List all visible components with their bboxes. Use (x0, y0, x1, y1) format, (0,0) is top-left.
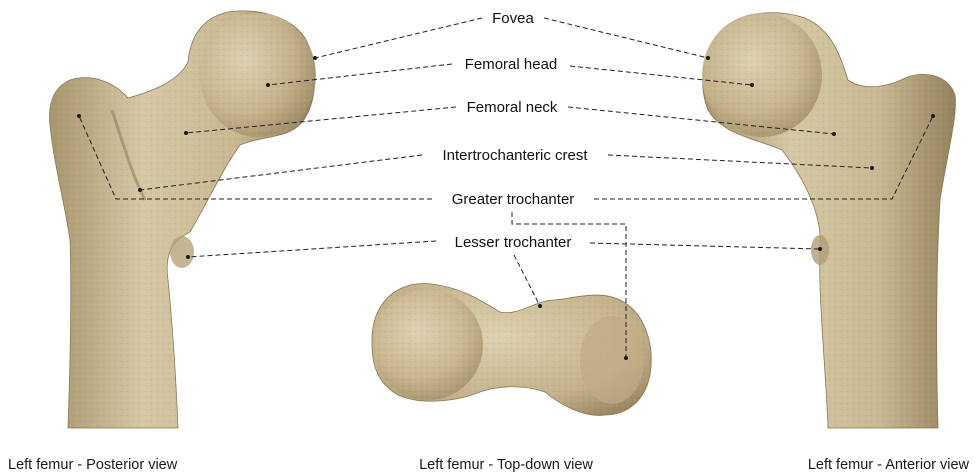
caption-top-down-view: Left femur - Top-down view (419, 457, 593, 473)
structure-labels: Fovea Femoral head Femoral neck Intertro… (442, 10, 588, 251)
anterior-femoral-head-grain (702, 13, 822, 137)
dot-intertrochanteric-left (138, 188, 142, 192)
label-femoral-head: Femoral head (465, 56, 558, 73)
dot-femoral-head-right (750, 83, 754, 87)
dot-intertrochanteric-right (870, 166, 874, 170)
dot-fovea-left (313, 56, 317, 60)
dot-femoral-head-left (266, 83, 270, 87)
dot-lesser-trochanter-right (818, 247, 822, 251)
top-down-femoral-head-grain (373, 290, 483, 400)
dot-greater-trochanter-right (931, 114, 935, 118)
femur-posterior-view (50, 11, 316, 428)
leader-fovea-right (544, 18, 708, 58)
dot-lesser-trochanter-left (186, 255, 190, 259)
label-intertrochanteric-crest: Intertrochanteric crest (442, 147, 588, 164)
leader-lesser-trochanter-left (188, 241, 436, 257)
posterior-lesser-trochanter (170, 236, 194, 268)
posterior-femoral-head-grain (200, 13, 316, 137)
view-captions: Left femur - Posterior view Left femur -… (8, 457, 970, 473)
dot-fovea-right (706, 56, 710, 60)
leader-lesser-trochanter-center (514, 255, 540, 306)
label-fovea: Fovea (492, 10, 534, 27)
dot-femoral-neck-left (184, 131, 188, 135)
caption-posterior-view: Left femur - Posterior view (8, 457, 178, 473)
caption-anterior-view: Left femur - Anterior view (808, 457, 970, 473)
dot-lesser-trochanter-center (538, 304, 542, 308)
femur-top-down-view (372, 284, 651, 416)
dot-femoral-neck-right (832, 132, 836, 136)
femur-anterior-view (702, 13, 955, 428)
leader-lesser-trochanter-right (590, 243, 820, 249)
label-greater-trochanter: Greater trochanter (452, 191, 575, 208)
dot-greater-trochanter-left (77, 114, 81, 118)
leader-fovea-left (315, 18, 482, 58)
label-femoral-neck: Femoral neck (467, 99, 558, 116)
dot-greater-trochanter-center (624, 356, 628, 360)
top-down-greater-trochanter (580, 316, 644, 404)
label-lesser-trochanter: Lesser trochanter (455, 234, 572, 251)
